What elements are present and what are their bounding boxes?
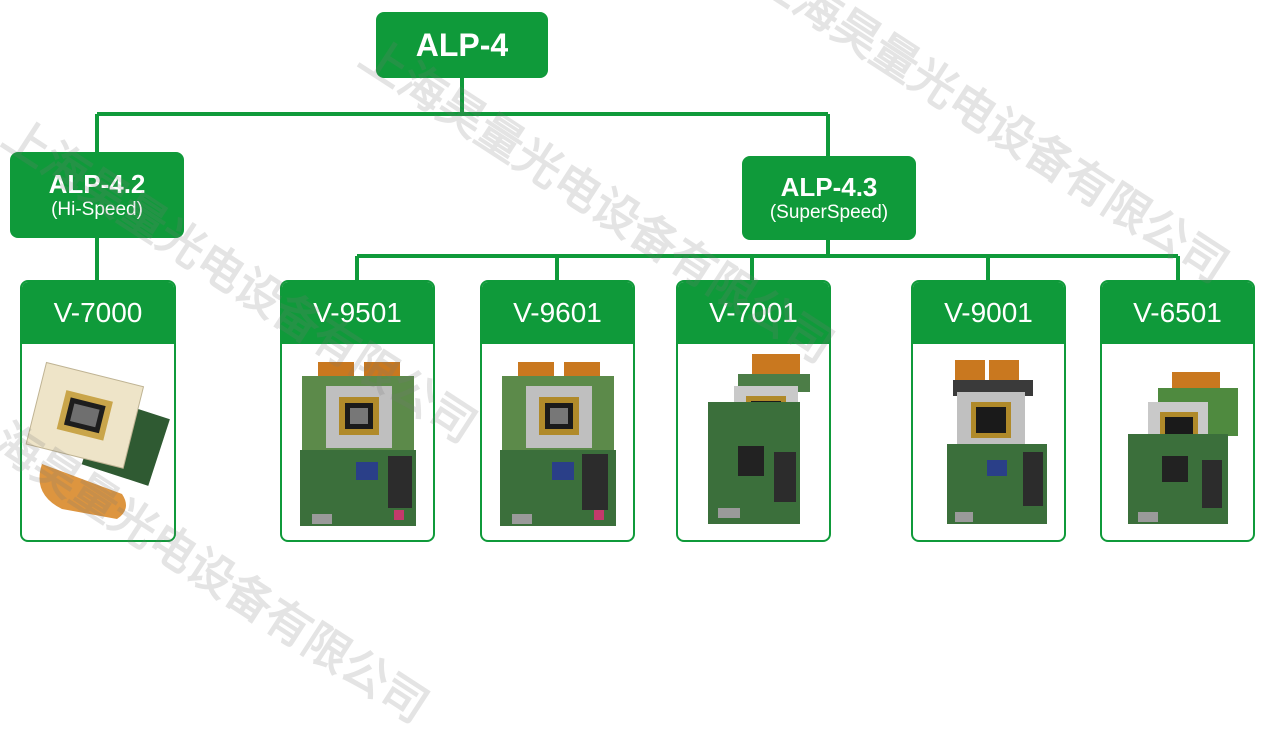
controller-board-photo xyxy=(482,344,633,540)
product-card-v9001: V-9001 xyxy=(911,280,1066,542)
root-title: ALP-4 xyxy=(415,27,509,63)
product-name: V-6501 xyxy=(1102,282,1253,344)
product-name: V-7000 xyxy=(22,282,174,344)
group-title: ALP-4.3 xyxy=(780,172,878,202)
product-card-v7001: V-7001 xyxy=(676,280,831,542)
group-title: ALP-4.2 xyxy=(48,169,146,199)
product-name: V-9501 xyxy=(282,282,433,344)
controller-board-photo xyxy=(913,344,1064,540)
dmd-module-photo xyxy=(22,344,174,540)
product-name: V-9601 xyxy=(482,282,633,344)
controller-board-photo xyxy=(1102,344,1253,540)
group-node-alp43: ALP-4.3 (SuperSpeed) xyxy=(742,156,916,240)
group-node-alp42: ALP-4.2 (Hi-Speed) xyxy=(10,152,184,238)
product-card-v9501: V-9501 xyxy=(280,280,435,542)
product-card-v6501: V-6501 xyxy=(1100,280,1255,542)
product-name: V-7001 xyxy=(678,282,829,344)
controller-board-photo xyxy=(282,344,433,540)
group-subtitle: (Hi-Speed) xyxy=(51,199,143,220)
product-card-v9601: V-9601 xyxy=(480,280,635,542)
root-node: ALP-4 xyxy=(376,12,548,78)
group-subtitle: (SuperSpeed) xyxy=(769,202,889,223)
product-card-v7000: V-7000 xyxy=(20,280,176,542)
controller-board-photo xyxy=(678,344,829,540)
product-name: V-9001 xyxy=(913,282,1064,344)
connector-lines xyxy=(95,78,1180,282)
